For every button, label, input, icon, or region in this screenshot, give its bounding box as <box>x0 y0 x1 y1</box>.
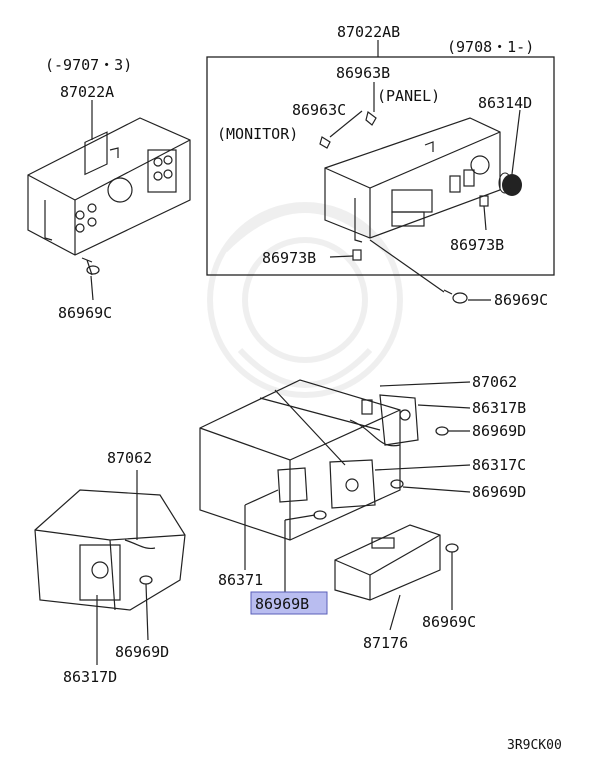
label-86969c-top: 86969C <box>494 291 548 309</box>
label-86969b: 86969B <box>255 595 309 613</box>
control-panel-87022ab <box>324 117 501 243</box>
diagram-code: 3R9CK00 <box>507 738 562 753</box>
label-87176: 87176 <box>363 634 408 652</box>
label-86317c: 86317C <box>472 456 526 474</box>
label-86314d: 86314D <box>478 94 532 112</box>
screw-86969b <box>313 510 327 520</box>
screw-86969d-middle <box>390 479 404 489</box>
label-86963c: 86963C <box>292 101 346 119</box>
actuator-86317c <box>329 459 376 509</box>
label-86317b: 86317B <box>472 399 526 417</box>
clip-86963b <box>365 110 377 126</box>
label-9708: (9708・1-) <box>447 38 534 56</box>
label-86969d-left: 86969D <box>115 643 169 661</box>
clip-86973b-left <box>352 249 362 261</box>
screw-86969c-top <box>443 289 468 304</box>
harness-87062-center <box>349 399 401 447</box>
knob-86314d <box>498 172 522 196</box>
label-86973b-left: 86973B <box>262 249 316 267</box>
actuator-86317b <box>379 394 419 446</box>
label-monitor: (MONITOR) <box>217 125 298 143</box>
label-86963b: 86963B <box>336 64 390 82</box>
label-86317d: 86317D <box>63 668 117 686</box>
label-86973b-right: 86973B <box>450 236 504 254</box>
blower-unit <box>34 489 186 611</box>
label-9707: (-9707・3) <box>45 56 132 74</box>
motor-86371 <box>277 467 308 503</box>
group-box-9708 <box>206 56 555 276</box>
label-87022ab: 87022AB <box>337 23 400 41</box>
screw-86969c-left <box>81 257 100 276</box>
watermark-logo <box>207 202 403 398</box>
screw-86969c-lower <box>445 543 459 553</box>
module-87176 <box>334 524 441 601</box>
label-panel: (PANEL) <box>377 87 440 105</box>
label-86969c-left: 86969C <box>58 304 112 322</box>
control-panel-87022a <box>27 117 191 256</box>
clip-86963c <box>319 136 331 149</box>
highlight-86969b <box>250 591 328 615</box>
label-86969d-middle: 86969D <box>472 483 526 501</box>
leader-lines <box>90 40 521 665</box>
label-86371: 86371 <box>218 571 263 589</box>
screw-86969d-left <box>139 575 153 585</box>
label-86969c-lower: 86969C <box>422 613 476 631</box>
label-86969d-upper: 86969D <box>472 422 526 440</box>
heater-unit <box>199 379 401 541</box>
label-87022a: 87022A <box>60 83 114 101</box>
label-87062-left: 87062 <box>107 449 152 467</box>
screw-86969d-upper <box>435 426 449 436</box>
label-87062-center: 87062 <box>472 373 517 391</box>
